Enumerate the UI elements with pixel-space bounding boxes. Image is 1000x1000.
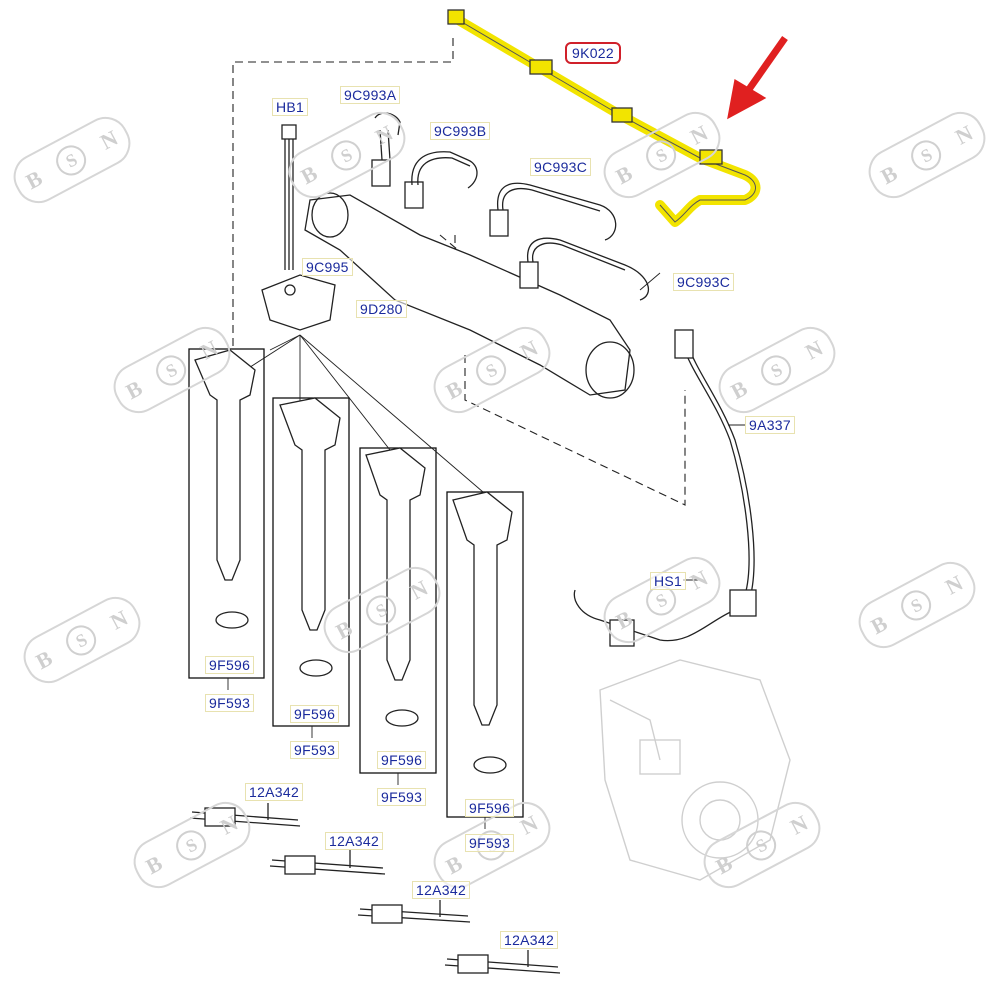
label-hs1: HS1	[650, 572, 687, 590]
label-9d280: 9D280	[356, 300, 407, 318]
label-9f596-2: 9F596	[290, 705, 340, 723]
glow-plug-3	[357, 900, 471, 924]
label-9k022: 9K022	[565, 42, 621, 64]
label-9c993c-lower: 9C993C	[673, 273, 735, 291]
fuel-return-pipe-highlighted	[447, 9, 761, 227]
label-9f593-1: 9F593	[205, 694, 255, 712]
label-ticks	[227, 272, 745, 829]
fuel-pump-faded	[599, 659, 791, 881]
label-12a342-4: 12A342	[500, 931, 559, 949]
label-9f593-2: 9F593	[290, 741, 340, 759]
label-9f593-3: 9F593	[377, 788, 427, 806]
label-9f596-1: 9F596	[205, 656, 255, 674]
bolt-hb1	[281, 124, 297, 270]
glow-plug-1	[189, 803, 301, 827]
label-9c995: 9C995	[302, 258, 353, 276]
hp-pipe-9a337	[573, 329, 757, 647]
label-9c993a: 9C993A	[340, 86, 401, 104]
red-arrow-icon	[727, 35, 788, 120]
label-9a337: 9A337	[745, 416, 795, 434]
label-9c993c-upper: 9C993C	[530, 158, 592, 176]
label-9c993b: 9C993B	[430, 122, 491, 140]
label-hb1: HB1	[272, 98, 309, 116]
glow-plug-2	[269, 850, 386, 875]
label-12a342-1: 12A342	[245, 783, 304, 801]
label-9f596-4: 9F596	[465, 799, 515, 817]
glow-plug-4	[444, 950, 561, 974]
label-12a342-3: 12A342	[412, 881, 471, 899]
injector-3	[365, 447, 426, 727]
injector-1	[194, 349, 256, 629]
injector-4	[452, 491, 513, 774]
label-12a342-2: 12A342	[325, 832, 384, 850]
label-9f593-4: 9F593	[465, 834, 515, 852]
label-9f596-3: 9F596	[377, 751, 427, 769]
injector-pipes	[374, 112, 650, 301]
clamp-9c995	[261, 274, 336, 331]
injector-2	[279, 397, 341, 677]
fuel-rail-9d280	[304, 129, 635, 399]
